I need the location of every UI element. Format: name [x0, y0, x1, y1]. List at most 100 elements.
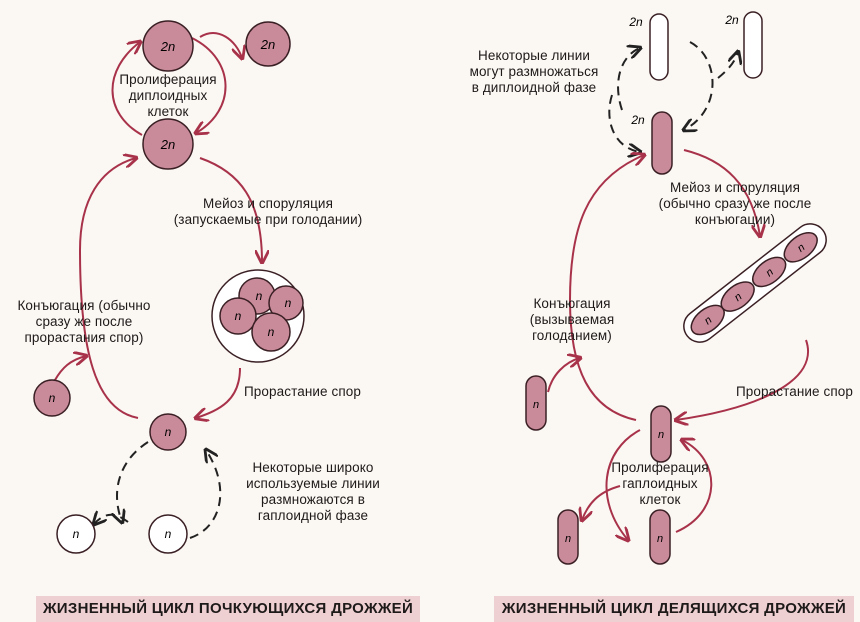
label-line: гаплоидных [622, 476, 698, 491]
fission-n-label-main: n [658, 429, 664, 441]
label-line: прорастания спор) [24, 330, 144, 345]
budding-ascus: n n n n [211, 269, 305, 363]
label-proliferation-diploid: Пролиферация диплоидных клеток [112, 72, 224, 120]
label-line: (вызываемая [529, 312, 615, 327]
label-line: гаплоидной фазе [257, 508, 369, 523]
label-line: Пролиферация [611, 460, 709, 475]
label-line: размножаются в [261, 492, 365, 507]
arrow-diploid-loop-left [111, 42, 142, 136]
arrow-to-divided-cell [582, 485, 621, 520]
label-line: (обычно сразу же после [658, 196, 812, 211]
arrow-meiosis [199, 157, 262, 262]
label-conjugation-budding: Конъюгация (обычно сразу же после прорас… [2, 298, 166, 346]
haploid-label-mate: n [49, 391, 56, 405]
fission-diploid-cells: 2n 2n 2n [628, 11, 763, 175]
fission-2n-label-2: 2n [724, 13, 739, 27]
arrow-haploid-loop-left [605, 429, 641, 540]
haploid-rod-bottom-left [557, 509, 579, 565]
label-line: Мейоз и споруляция [203, 196, 333, 211]
fission-n-label-bl: n [565, 533, 571, 545]
label-line: Прорастание спор [736, 384, 853, 399]
budding-diploid-cells: 2n 2n 2n [142, 20, 291, 170]
label-line: диплоидных [128, 88, 208, 103]
spore-4 [251, 312, 291, 352]
label-line: могут размножаться [469, 64, 599, 79]
arrow-fission-germination [676, 339, 809, 420]
diploid-cell-bottom [142, 118, 194, 170]
diploid-cell-bud [245, 21, 291, 67]
dashed-arrow-haploid-right [189, 450, 222, 539]
label-germination-fission: Прорастание спор [736, 384, 853, 400]
label-conjugation-fission: Конъюгация (вызываемая голоданием) [512, 296, 632, 344]
arrow-to-budding-diploid [199, 32, 242, 58]
label-proliferation-haploid: Пролиферация гаплоидных клеток [600, 460, 720, 508]
haploid-label-main: n [165, 425, 172, 439]
arrow-diploid-loop-right [192, 37, 227, 133]
label-line: Мейоз и споруляция [670, 180, 800, 195]
diploid-rod-white-2 [743, 11, 763, 79]
budding-dashed-arrows [94, 441, 222, 539]
label-line: Пролиферация [119, 72, 217, 87]
arrow-fission-meiosis [683, 149, 760, 236]
fission-haploid-cells: n n n n [525, 375, 672, 565]
fission-spore-4 [783, 231, 818, 263]
haploid-label-white-right: n [165, 527, 172, 541]
arrow-mate-to-conjugation [547, 358, 580, 393]
diploid-cell-top [142, 20, 194, 72]
label-meiosis-budding: Мейоз и споруляция (запускаемые при голо… [158, 196, 378, 228]
haploid-cell-white-left [56, 514, 96, 554]
diploid-label-bottom: 2n [160, 137, 175, 152]
dashed-arrow-diploid-left-down [608, 94, 640, 152]
label-line: конъюгации) [694, 212, 776, 227]
spore-label-4: n [268, 325, 275, 339]
label-line: клеток [147, 104, 189, 119]
fission-spore-2 [720, 281, 755, 312]
haploid-rod-bottom-right [649, 509, 671, 565]
haploid-cell-white-right [148, 514, 188, 554]
diploid-rod-pink [651, 111, 673, 175]
label-line: сразу же после [35, 314, 133, 329]
fission-arrows [547, 149, 809, 540]
label-line: Прорастание спор [244, 384, 361, 399]
fission-2n-label-3: 2n [630, 113, 645, 127]
diploid-rod-white-1 [649, 13, 669, 81]
fission-yeast-title: ЖИЗНЕННЫЙ ЦИКЛ ДЕЛЯЩИХСЯ ДРОЖЖЕЙ [494, 596, 854, 622]
label-haploid-lines: Некоторые широко используемые линии разм… [234, 460, 392, 524]
label-germination-budding: Прорастание спор [244, 384, 361, 400]
arrow-germination [196, 367, 241, 418]
spore-label-1: n [256, 289, 263, 303]
fission-n-label-mate: n [533, 399, 539, 411]
haploid-rod-mate [525, 375, 547, 431]
dashed-arrow-diploid-right [684, 41, 714, 130]
label-line: (запускаемые при голодании) [173, 212, 363, 227]
spore-label-3: n [235, 309, 242, 323]
budding-haploid-cells: n n n n [33, 379, 188, 554]
fission-dashed-arrows [608, 41, 738, 152]
label-line: Некоторые линии [478, 48, 590, 63]
label-line: голоданием) [532, 328, 612, 343]
label-line: Конъюгация (обычно [17, 298, 151, 313]
label-line: в диплоидной фазе [471, 80, 597, 95]
fission-n-label-br: n [657, 533, 663, 545]
budding-arrows [54, 32, 262, 418]
dashed-arrow-haploid-left [117, 441, 149, 522]
haploid-label-white-left: n [73, 527, 80, 541]
label-line: используемые линии [246, 476, 380, 491]
label-line: Некоторые широко [252, 460, 374, 475]
arrow-fission-conjugation [568, 155, 644, 421]
arrow-haploid-loop-right [675, 440, 713, 533]
fission-2n-label-1: 2n [628, 15, 643, 29]
spore-3 [219, 297, 257, 335]
fission-spore-3 [752, 256, 787, 288]
haploid-rod-main [650, 405, 672, 463]
label-diploid-lines: Некоторые линии могут размножаться в дип… [454, 48, 614, 96]
arrow-n-to-conjugation [54, 356, 86, 381]
label-meiosis-fission: Мейоз и споруляция (обычно сразу же посл… [640, 180, 830, 228]
spore-label-2: n [285, 296, 292, 310]
dashed-arrow-haploid-bud [94, 515, 129, 524]
diploid-label-top: 2n [160, 39, 175, 54]
dashed-arrow-to-2n-top [617, 48, 640, 111]
budding-yeast-title: ЖИЗНЕННЫЙ ЦИКЛ ПОЧКУЮЩИХСЯ ДРОЖЖЕЙ [36, 596, 420, 622]
